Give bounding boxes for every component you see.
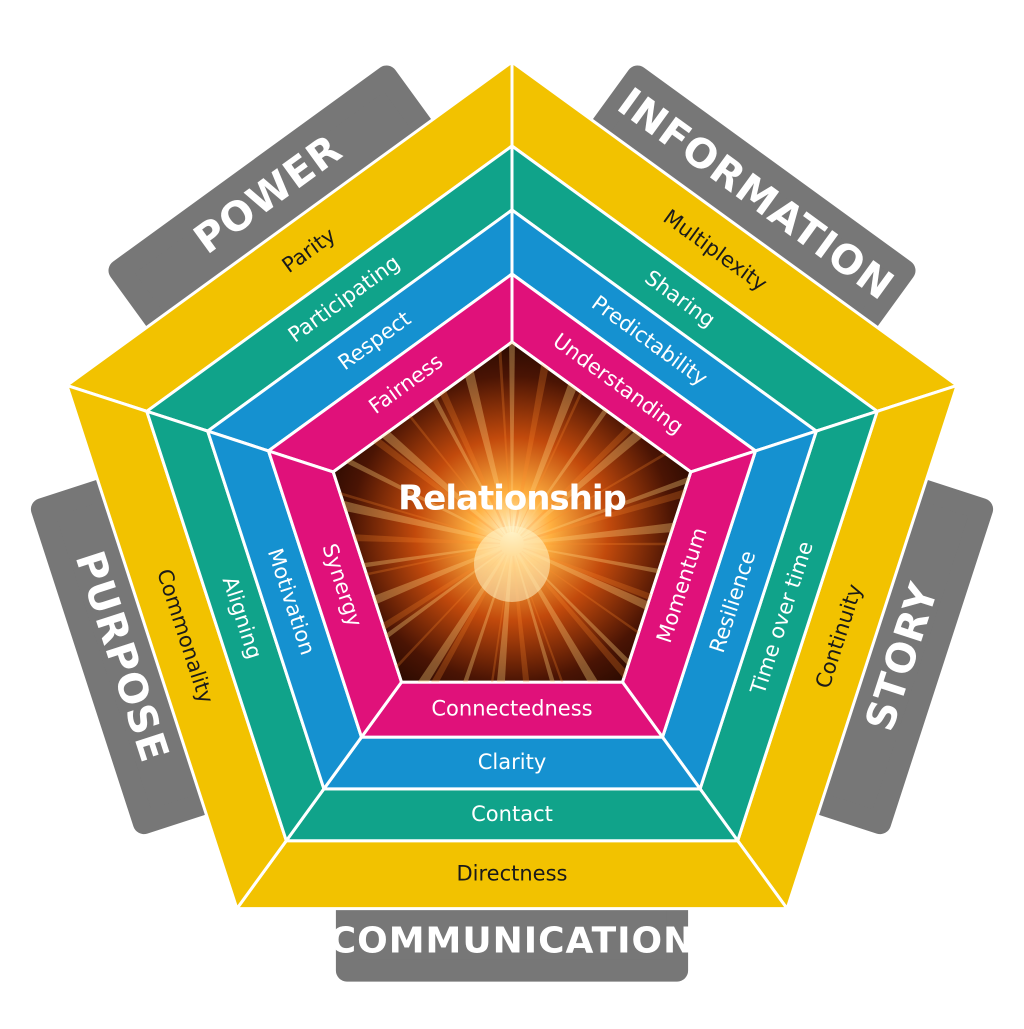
ring-blue: [204, 207, 820, 793]
burst-ray: [390, 554, 507, 683]
center-label: Relationship: [398, 479, 626, 519]
burst-ray: [523, 458, 691, 541]
level-label-clarity: Clarity: [478, 750, 547, 774]
burst-ray: [517, 553, 639, 683]
level-label-contact: Contact: [471, 802, 553, 826]
burst-ray: [523, 545, 691, 591]
burst-ray: [512, 555, 542, 683]
burst-ray: [333, 484, 501, 543]
burst-ray: [508, 342, 516, 532]
burst-ray: [376, 553, 507, 683]
burst-ray: [333, 546, 501, 595]
burst-ray: [495, 342, 512, 532]
burst-ray: [515, 555, 596, 683]
dimension-title-communication: COMMUNICATION: [330, 921, 695, 962]
burst-ray: [333, 545, 501, 582]
burst-ray: [486, 555, 513, 683]
burst-ray: [476, 555, 511, 683]
ring-inner-pink: [265, 271, 759, 741]
concentric-rings: [63, 59, 961, 912]
burst-ray: [514, 555, 583, 683]
burst-ray: [519, 552, 673, 683]
level-label-directness: Directness: [457, 862, 568, 886]
ring-outer-yellow: [63, 59, 961, 912]
burst-ray: [524, 542, 691, 546]
burst-ray: [333, 529, 501, 545]
level-label-connectedness: Connectedness: [431, 697, 592, 721]
burst-glow: [474, 526, 550, 602]
center-burst-image: [331, 340, 693, 684]
burst-ray: [523, 513, 691, 544]
burst-ray: [432, 555, 509, 683]
